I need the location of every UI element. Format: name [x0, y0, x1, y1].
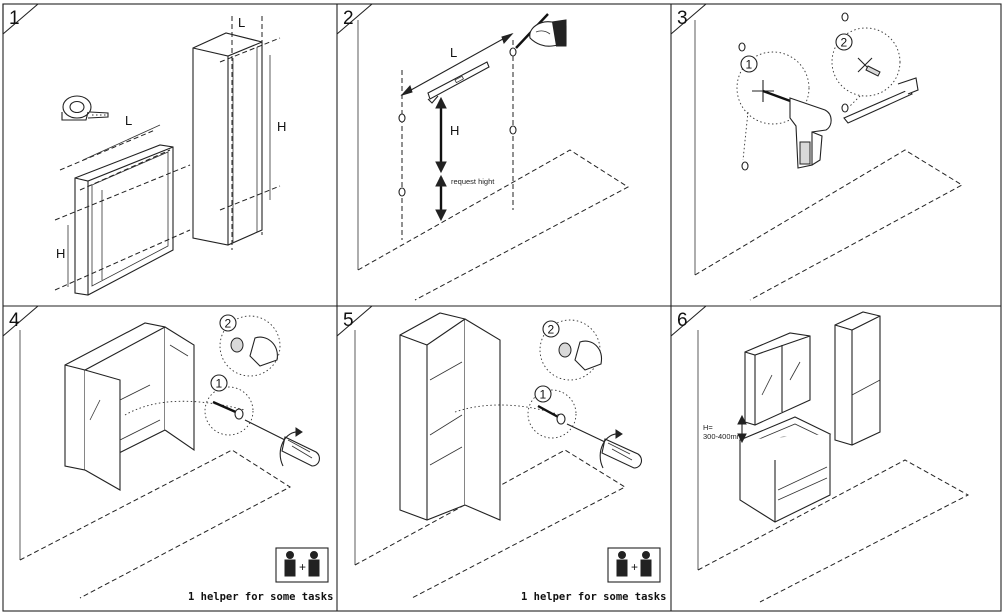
panel-5-number: 5 [343, 310, 354, 331]
wall-width-label: L [450, 45, 457, 60]
panel-1-measure: L H L H [54, 15, 286, 296]
drill-mark-bottom-left [398, 187, 406, 197]
panel-2-tab: 2 [336, 3, 373, 35]
screw-icon [537, 404, 566, 425]
screwdriver-icon [244, 419, 321, 467]
hand-with-pencil-icon [515, 13, 567, 49]
power-drill-icon [762, 89, 832, 169]
tape-measure-icon [61, 95, 109, 121]
panel-4-tab: 4 [2, 305, 39, 337]
panel-3-drilling: 1 2 [694, 12, 963, 301]
helper-note: 1 helper for some tasks [188, 591, 333, 603]
panel-6-tab: 6 [670, 305, 707, 337]
tall-column-open-drawing [399, 312, 501, 521]
mirror-cabinet-drawing [74, 144, 174, 296]
panel-6-number: 6 [677, 310, 688, 331]
drill-mark-mid-right [509, 125, 517, 135]
svg-text:+: + [631, 560, 638, 574]
helper-note: 1 helper for some tasks [521, 591, 666, 603]
column-width-label: L [238, 15, 245, 30]
step-2-badge: 2 [542, 320, 560, 338]
adjust-knob-icon [558, 340, 602, 371]
step-2-number: 2 [548, 323, 555, 337]
cabinet-width-label: L [125, 113, 132, 128]
panel-6-finished: H= 300-400mm [697, 311, 970, 603]
drill-mark-top-left [398, 113, 406, 123]
panel-grid [2, 3, 1002, 612]
tall-column-drawing [192, 32, 263, 246]
finished-tall-column [834, 311, 881, 446]
step-2-badge: 2 [219, 314, 237, 332]
mount-height-label-1: H= [703, 423, 713, 432]
step-1-badge: 1 [740, 55, 758, 73]
two-people-helper-icon: + [607, 547, 661, 583]
request-height-label: request hight [451, 177, 495, 186]
step-1-badge: 1 [534, 385, 552, 403]
step-1-number: 1 [216, 377, 223, 391]
step-2-number: 2 [841, 36, 848, 50]
adjust-knob-icon [230, 336, 278, 367]
cabinet-height-label: H [56, 246, 65, 261]
finished-vanity-unit [738, 416, 832, 523]
step-1-number: 1 [746, 58, 753, 72]
spirit-level-icon [427, 61, 490, 104]
finished-mirror-cabinet [744, 332, 811, 426]
screw-icon [212, 400, 244, 420]
panel-3-tab: 3 [670, 3, 707, 35]
wall-height-label: H [450, 123, 459, 138]
column-height-label: H [277, 119, 286, 134]
panel-5-tab: 5 [336, 305, 373, 337]
mirror-cabinet-open-drawing [64, 322, 195, 491]
panel-4-hang-cabinet: 2 1 + [19, 314, 333, 603]
step-2-number: 2 [225, 317, 232, 331]
panel-number-tabs: 1 2 3 4 5 6 [2, 3, 707, 337]
panel-1-tab: 1 [2, 3, 39, 35]
panel-3-number: 3 [677, 8, 688, 29]
panel-5-hang-column: 2 1 + 1 helper fo [354, 312, 666, 603]
screwdriver-icon [566, 423, 643, 469]
drill-mark-top-right [509, 47, 517, 57]
svg-text:+: + [299, 560, 306, 574]
panel-1-number: 1 [9, 8, 20, 29]
wall-anchor-icon [857, 57, 881, 77]
two-people-helper-icon: + [275, 547, 329, 583]
step-1-number: 1 [540, 388, 547, 402]
panel-4-number: 4 [9, 310, 20, 331]
step-2-badge: 2 [835, 33, 853, 51]
panel-2-marking: L H request hight [357, 13, 629, 301]
panel-2-number: 2 [343, 8, 354, 29]
hanging-rail-icon [843, 77, 919, 124]
mount-height-label-2: 300-400mm [703, 432, 743, 441]
step-1-badge: 1 [210, 374, 228, 392]
